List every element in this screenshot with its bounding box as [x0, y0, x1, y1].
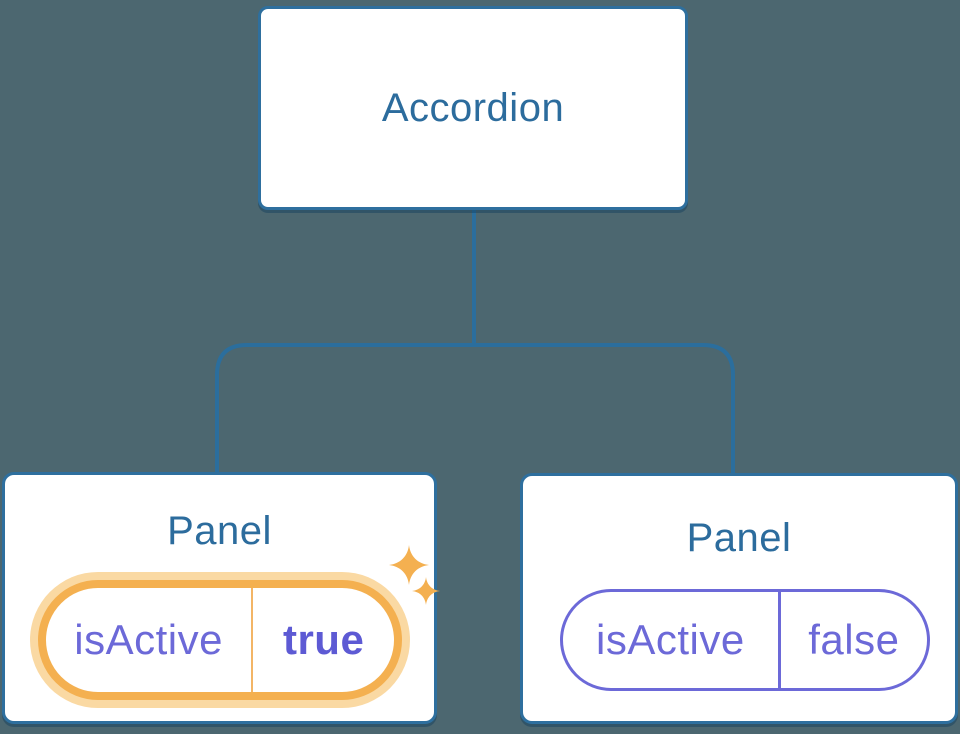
sparkle-small-icon: [412, 577, 440, 605]
connector-branch: [215, 343, 735, 475]
pill-divider-active: [251, 588, 254, 692]
sparkles-icon: [389, 545, 445, 607]
panel-active-label: Panel: [167, 509, 272, 553]
state-name-inactive: isActive: [596, 616, 745, 663]
state-pill-active: isActive true: [38, 580, 402, 700]
panel-node-inactive: Panel isActive false: [520, 473, 958, 724]
accordion-node: Accordion: [258, 6, 688, 210]
accordion-node-label: Accordion: [381, 85, 565, 130]
panel-inactive-label: Panel: [686, 516, 792, 560]
state-value-inactive: false: [808, 616, 900, 663]
state-pill-inactive: isActive false: [560, 589, 930, 691]
state-value-active: true: [282, 616, 365, 663]
pill-divider-inactive: [777, 592, 781, 688]
panel-node-active: Panel isActive true: [2, 472, 440, 724]
state-name-active: isActive: [74, 616, 223, 663]
